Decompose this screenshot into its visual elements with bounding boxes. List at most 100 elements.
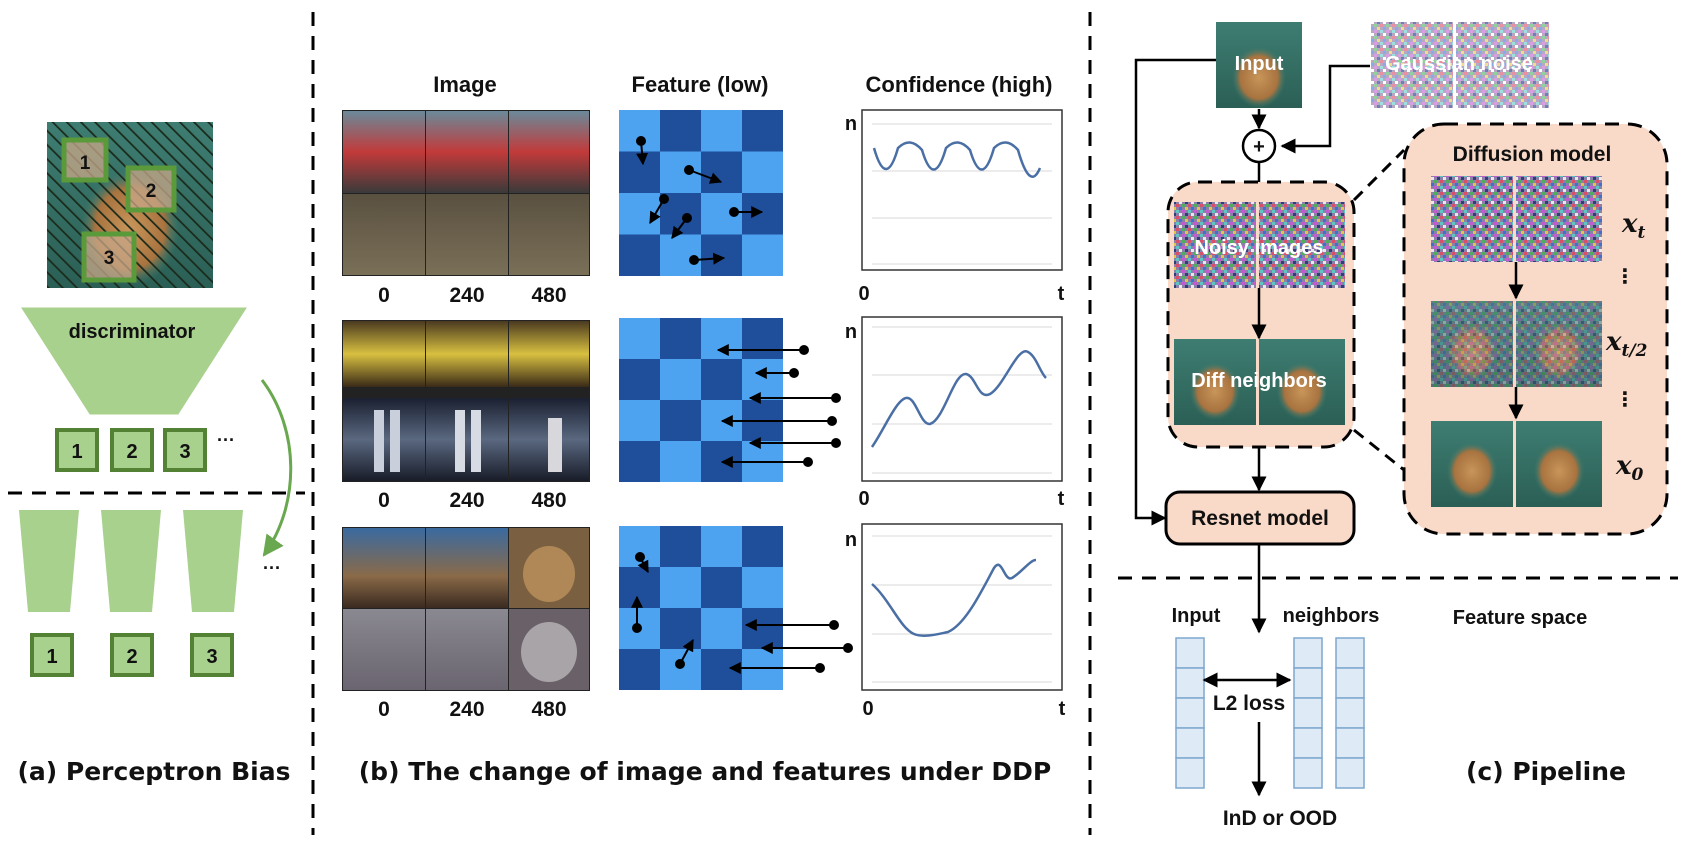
image-grid-row-2 — [342, 320, 590, 482]
discriminator-label: discriminator — [69, 321, 196, 343]
checker-cell — [660, 526, 701, 567]
split-box-2 — [110, 633, 154, 677]
plot1-ylabel: n — [845, 113, 857, 135]
result-label: InD or OOD — [1223, 807, 1337, 830]
neighbor-feature-vector-1 — [1293, 637, 1323, 789]
caption-c: (c) Pipeline — [1466, 757, 1626, 786]
split-box-1 — [30, 633, 74, 677]
feature-cell — [1175, 757, 1205, 789]
feature-neighbors-label: neighbors — [1283, 605, 1380, 627]
checker-cell — [619, 318, 660, 359]
feature-checkerboard-3 — [619, 526, 783, 690]
checker-cell — [701, 234, 742, 276]
plot2-ylabel: n — [845, 321, 857, 343]
panel-c: Input Gaussian noise + Noisy images Diff… — [1134, 22, 1669, 830]
feature-cell — [1335, 667, 1365, 699]
feature-cell — [1335, 757, 1365, 789]
patch-number-2: 2 — [146, 181, 157, 202]
zoom-connector-bottom — [1353, 428, 1405, 472]
confidence-plot-2: n 0 t — [845, 316, 1065, 510]
split-box-1-label: 1 — [46, 646, 57, 668]
plot2-xstart: 0 — [858, 488, 869, 510]
feature-space-label: Feature space — [1453, 607, 1588, 629]
feature-arrows-row-2 — [716, 344, 841, 468]
split-discriminator-3 — [183, 510, 243, 612]
feature-cell — [1293, 637, 1323, 669]
checker-cell — [660, 567, 701, 608]
input-label: Input — [1235, 53, 1284, 75]
gaussian-noise-image-2 — [1456, 22, 1549, 108]
gaussian-noise-label: Gaussian noise — [1385, 53, 1533, 75]
diffusion-step-xt-image-1 — [1431, 176, 1513, 262]
feature-box-2 — [110, 428, 154, 472]
feature-cell — [1293, 727, 1323, 759]
caption-a: (a) Perceptron Bias — [17, 757, 290, 786]
checker-cell — [619, 193, 660, 235]
tick-row3-480: 480 — [531, 698, 566, 721]
feature-cell — [1293, 757, 1323, 789]
checker-cell — [701, 359, 742, 400]
image-grid-row-1 — [342, 110, 590, 276]
feature-cell — [1175, 727, 1205, 759]
tick-row1-0: 0 — [378, 284, 390, 307]
noisy-image-1 — [1174, 202, 1256, 288]
checker-cell — [742, 567, 783, 608]
tick-row2-480: 480 — [531, 489, 566, 512]
checker-cell — [660, 318, 701, 359]
plot1-xstart: 0 — [858, 283, 869, 305]
patch-box-1 — [61, 137, 109, 183]
vdots-1: ⋮ — [1615, 266, 1635, 288]
checker-cell — [660, 649, 701, 690]
diffusion-step-xmid-image-1 — [1431, 301, 1513, 387]
noisy-image-2 — [1259, 202, 1345, 288]
checker-cell — [619, 649, 660, 690]
checker-cell — [701, 649, 742, 690]
vdots-2: ⋮ — [1615, 389, 1635, 411]
noisy-images-label: Noisy images — [1195, 237, 1324, 259]
diff-neighbor-image-2 — [1259, 339, 1345, 425]
diffusion-step-xt-image-2 — [1516, 176, 1602, 262]
tick-row2-0: 0 — [378, 489, 390, 512]
patch-number-1: 1 — [80, 153, 91, 174]
feature-cell — [1293, 697, 1323, 729]
l2-loss-label: L2 loss — [1213, 692, 1285, 715]
col-header-confidence: Confidence (high) — [866, 72, 1053, 97]
split-discriminator-2 — [101, 510, 161, 612]
feedback-arrow — [260, 379, 293, 557]
add-operator-symbol: + — [1253, 136, 1265, 158]
col-header-image: Image — [433, 72, 497, 97]
feature-checkerboard-2 — [619, 318, 783, 482]
tick-row2-240: 240 — [449, 489, 484, 512]
step-xt-label: xt — [1621, 209, 1646, 243]
checker-cell — [701, 151, 742, 193]
checker-cell — [742, 110, 783, 152]
tick-row3-240: 240 — [449, 698, 484, 721]
checker-cell — [701, 608, 742, 649]
caption-b: (b) The change of image and features und… — [359, 757, 1052, 786]
checker-cell — [619, 441, 660, 482]
input-feature-vector — [1175, 637, 1205, 789]
checker-cell — [619, 359, 660, 400]
image-grid-row-3 — [342, 527, 590, 691]
zoom-connector-top — [1352, 148, 1406, 202]
panel-b: Image Feature (low) Confidence (high) — [342, 72, 1066, 786]
confidence-plot-1: n 0 t — [845, 109, 1065, 305]
gaussian-noise-image-1 — [1371, 22, 1453, 108]
feature-arrows-row-1 — [636, 136, 764, 265]
feature-cell — [1335, 637, 1365, 669]
feature-cell — [1175, 667, 1205, 699]
feature-box-3 — [163, 428, 207, 472]
checker-cell — [619, 400, 660, 441]
checker-cell — [742, 151, 783, 193]
checker-cell — [701, 567, 742, 608]
step-xmid-label: xt/2 — [1605, 327, 1648, 361]
checker-cell — [701, 526, 742, 567]
checker-cell — [660, 359, 701, 400]
checker-cell — [660, 110, 701, 152]
feature-cell — [1175, 697, 1205, 729]
checker-cell — [701, 110, 742, 152]
feature-box-1-label: 1 — [71, 441, 82, 463]
plot3-xend: t — [1059, 698, 1066, 720]
feature-ellipsis: ··· — [217, 430, 235, 450]
checker-cell — [742, 359, 783, 400]
